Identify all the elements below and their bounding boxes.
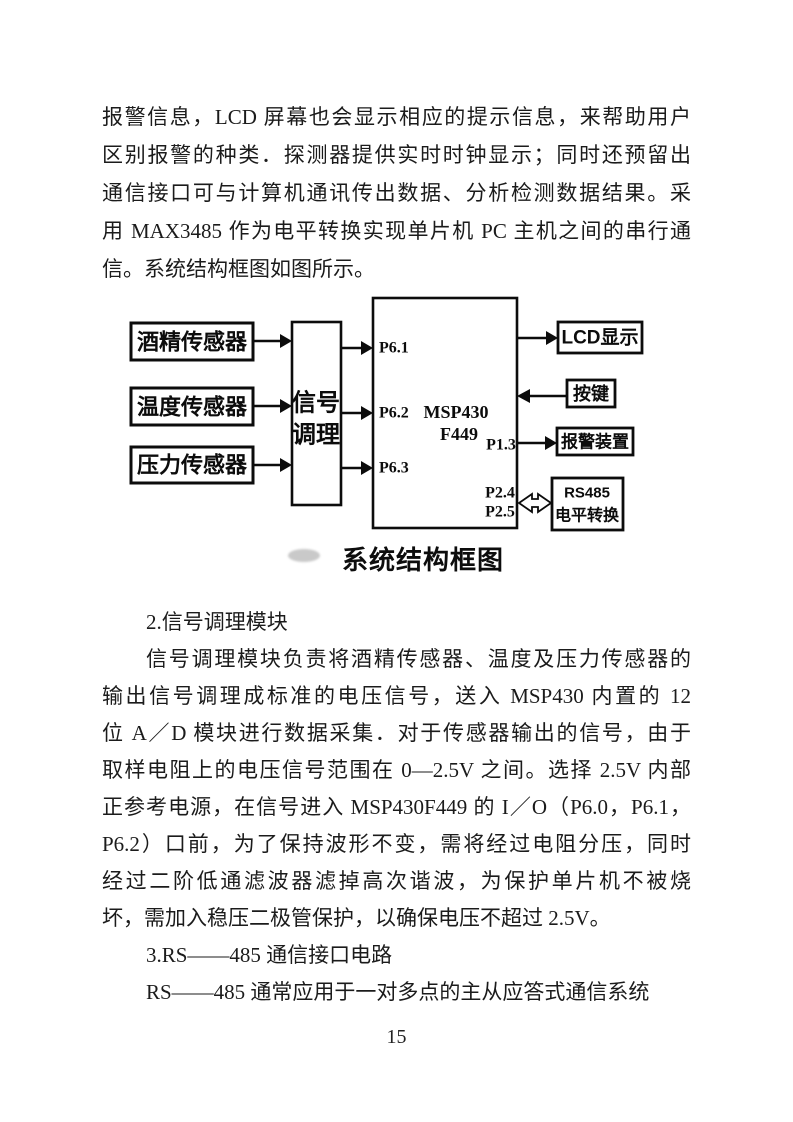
text-line: 输出信号调理成标准的电压信号，送入 MSP430 内置的 12: [102, 684, 691, 708]
arrow-conditioner-to-p62: [341, 406, 373, 420]
rs485-label-line2: 电平转换: [555, 506, 620, 525]
section-text: 2.信号调理模块 信号调理模块负责将酒精传感器、温度及压力传感器的 输出信号调理…: [102, 604, 691, 1011]
double-arrow-mcu-rs485: [517, 492, 553, 514]
port-p6-3-label: P6.3: [379, 460, 409, 477]
port-p1-3-label: P1.3: [486, 437, 516, 454]
arrow-conditioner-to-p63: [341, 461, 373, 475]
text-line: 坏，需加入稳压二极管保护，以确保电压不超过 2.5V。: [102, 906, 611, 930]
text-line: 经过二阶低通滤波器滤掉高次谐波，为保护单片机不被烧: [102, 869, 691, 893]
section-heading: 3.RS——485 通信接口电路: [146, 943, 393, 967]
text-line: 信。系统结构框图如图所示。: [102, 257, 375, 281]
arrow-keys-to-mcu: [517, 389, 567, 403]
keys-box: [565, 378, 617, 409]
text-line: 信号调理模块负责将酒精传感器、温度及压力传感器的: [146, 647, 691, 671]
arrow-pressure-to-conditioner: [253, 458, 292, 472]
arrow-conditioner-to-p61: [341, 341, 373, 355]
lcd-display-label: LCD显示: [561, 327, 638, 349]
temperature-sensor-label: 温度传感器: [137, 395, 248, 420]
text-line: 位 A／D 模块进行数据采集．对于传感器输出的信号，由于: [102, 721, 691, 745]
lcd-display-box: [556, 320, 644, 355]
mcu-name-label: MSP430: [424, 402, 489, 422]
text-line: 取样电阻上的电压信号范围在 0—2.5V 之间。选择 2.5V 内部: [102, 758, 691, 782]
arrow-mcu-to-alarm: [517, 436, 557, 450]
keys-label: 按键: [573, 383, 609, 404]
page-number: 15: [386, 1026, 407, 1048]
alarm-device-label: 报警装置: [561, 432, 629, 452]
pressure-sensor-label: 压力传感器: [137, 453, 248, 478]
rs485-converter-box: [550, 476, 625, 532]
rs485-label-line1: RS485: [564, 485, 610, 502]
arrow-alcohol-to-conditioner: [253, 334, 292, 348]
text-line: 用 MAX3485 作为电平转换实现单片机 PC 主机之间的串行通: [102, 219, 691, 243]
text-line: 通信接口可与计算机通讯传出数据、分析检测数据结果。采: [102, 181, 691, 205]
system-block-diagram: 酒精传感器 温度传感器 压力传感器 信号 调理 P6.1 P6.2 P6.3 M…: [129, 296, 644, 532]
signal-conditioner-label-line1: 信号: [292, 389, 340, 417]
text-line: RS——485 通常应用于一对多点的主从应答式通信系统: [146, 980, 650, 1004]
alcohol-sensor-label: 酒精传感器: [137, 330, 248, 355]
text-line: 区别报警的种类．探测器提供实时时钟显示；同时还预留出: [102, 143, 691, 167]
port-p2-4-label: P2.4: [485, 485, 515, 502]
arrow-mcu-to-lcd: [517, 331, 558, 345]
section-heading: 2.信号调理模块: [146, 610, 288, 634]
port-p6-1-label: P6.1: [379, 340, 409, 357]
text-line: 正参考电源，在信号进入 MSP430F449 的 I／O（P6.0，P6.1，: [102, 795, 691, 819]
text-line: 报警信息，LCD 屏幕也会显示相应的提示信息，来帮助用户: [102, 105, 691, 129]
alarm-device-box: [555, 426, 635, 457]
text-line: P6.2）口前，为了保持波形不变，需将经过电阻分压，同时: [102, 832, 691, 856]
arrow-temperature-to-conditioner: [253, 399, 292, 413]
mcu-model-label: F449: [440, 424, 478, 444]
scan-artifact: [288, 549, 320, 562]
figure-caption: 系统结构框图: [342, 545, 505, 575]
paragraph-intro: 报警信息，LCD 屏幕也会显示相应的提示信息，来帮助用户 区别报警的种类．探测器…: [102, 98, 691, 288]
signal-conditioner-label-line2: 调理: [292, 422, 340, 449]
port-p2-5-label: P2.5: [485, 504, 515, 521]
port-p6-2-label: P6.2: [379, 405, 409, 422]
